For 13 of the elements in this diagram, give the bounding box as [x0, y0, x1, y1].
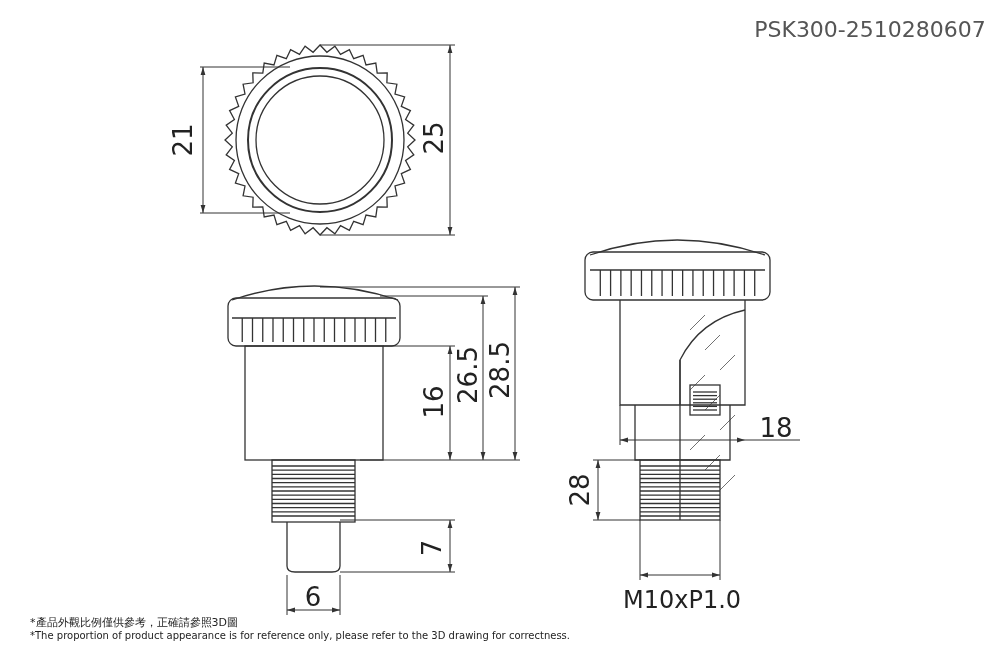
- dimension-value: 7: [419, 539, 445, 557]
- dimension-value: 21: [170, 123, 196, 157]
- part-number: PSK300-2510280607: [754, 19, 986, 41]
- dimension-value: 6: [304, 584, 322, 610]
- footnote: *產品外觀比例僅供參考，正確請參照3D圖: [30, 616, 238, 628]
- dimension-value: 28: [567, 473, 593, 507]
- dimension-value: M10xP1.0: [622, 588, 742, 612]
- dimension-value: 16: [421, 385, 447, 419]
- dimension-value: 28.5: [487, 341, 513, 399]
- dimension-value: 25: [421, 121, 447, 155]
- dimension-value: 26.5: [455, 346, 481, 404]
- footnote: *The proportion of product appearance is for reference only, please refer to the 3D drawing for correctness.: [30, 631, 570, 641]
- dimension-value: 18: [759, 415, 793, 441]
